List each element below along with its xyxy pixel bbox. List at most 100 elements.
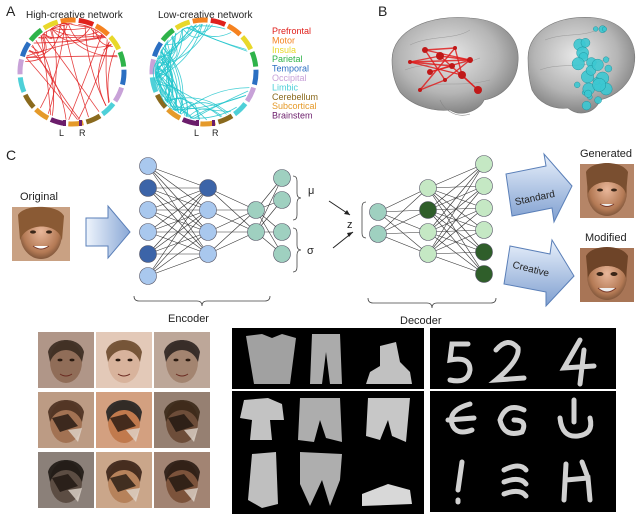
low-creative-ring-segment bbox=[166, 107, 182, 121]
low-creative-edge bbox=[173, 108, 193, 119]
low-creative-edge bbox=[191, 25, 232, 37]
network-node bbox=[199, 179, 217, 197]
network-node bbox=[369, 203, 387, 221]
high-creative-ring-segment bbox=[101, 102, 116, 117]
network-edge bbox=[427, 253, 485, 275]
low-creative-edge bbox=[156, 79, 222, 118]
modified-face-image bbox=[580, 247, 634, 302]
network-node bbox=[247, 201, 265, 219]
network-node bbox=[419, 223, 437, 241]
network-node bbox=[139, 201, 157, 219]
left-brainstem-marker bbox=[196, 120, 199, 126]
high-creative-edge bbox=[32, 44, 80, 120]
high-creative-edge bbox=[70, 23, 89, 28]
network-node bbox=[475, 221, 493, 239]
brain-node bbox=[467, 57, 473, 63]
standard-arrow: Standard bbox=[505, 152, 573, 224]
network-node bbox=[199, 245, 217, 263]
brain-node bbox=[593, 26, 599, 32]
network-edge bbox=[147, 187, 209, 277]
network-connections bbox=[147, 163, 485, 277]
network-node bbox=[475, 177, 493, 195]
high-creative-edge bbox=[51, 26, 90, 30]
decoder-label: Decoder bbox=[400, 315, 442, 327]
high-creative-edge bbox=[51, 28, 99, 37]
high-creative-edge bbox=[26, 25, 61, 58]
brain-node bbox=[592, 77, 607, 92]
brain-node bbox=[408, 60, 412, 64]
high-creative-edge bbox=[68, 34, 103, 121]
low-creative-ring-segment bbox=[200, 120, 216, 127]
brain-node bbox=[581, 100, 592, 111]
network-node bbox=[419, 245, 437, 263]
z-label: z bbox=[347, 219, 353, 231]
network-node bbox=[419, 179, 437, 197]
brain-node bbox=[604, 64, 613, 73]
low-creative-edge bbox=[161, 93, 177, 112]
brain-node bbox=[418, 88, 422, 92]
network-node bbox=[139, 179, 157, 197]
face-hair bbox=[48, 400, 84, 422]
low-creative-edge bbox=[181, 25, 226, 30]
high-creative-ring-segment bbox=[112, 86, 124, 103]
brain-node bbox=[422, 47, 428, 53]
input-arrow bbox=[85, 204, 131, 260]
brain-node bbox=[453, 46, 457, 50]
low-creative-ring-segment bbox=[249, 51, 259, 67]
high-creative-ring-segment bbox=[78, 17, 95, 27]
high-creative-edge bbox=[95, 30, 113, 47]
high-creative-edge bbox=[42, 33, 100, 112]
face-hair bbox=[106, 460, 142, 482]
low-creative-brain-nodes bbox=[571, 25, 613, 111]
low-creative-ring-segment bbox=[226, 23, 242, 37]
legend-item: Prefrontal bbox=[272, 26, 311, 36]
original-label: Original bbox=[20, 191, 58, 203]
generated-label: Generated bbox=[580, 148, 632, 160]
high-creative-edge bbox=[29, 49, 67, 120]
network-edge bbox=[147, 187, 209, 255]
high-creative-ring-segment bbox=[28, 27, 43, 42]
high-creative-ring-segment bbox=[85, 113, 102, 125]
brain-node bbox=[602, 56, 610, 63]
network-edge bbox=[377, 233, 429, 255]
high-creative-edge bbox=[59, 25, 118, 58]
brain-node bbox=[443, 78, 447, 82]
brain-node bbox=[580, 38, 591, 48]
high-creative-edge bbox=[97, 41, 110, 107]
high-creative-ring-segment bbox=[20, 41, 32, 58]
low-creative-edge bbox=[165, 98, 201, 120]
network-edge bbox=[147, 253, 209, 277]
network-edge bbox=[427, 163, 485, 189]
left-marker-r: R bbox=[79, 128, 86, 138]
panel-a-label: A bbox=[6, 3, 16, 19]
network-edge bbox=[427, 207, 485, 255]
right-marker-l: L bbox=[194, 128, 199, 138]
panel-c-label: C bbox=[6, 147, 16, 163]
brain-node bbox=[591, 58, 604, 71]
z-bracket bbox=[361, 201, 367, 239]
network-edge bbox=[147, 187, 209, 211]
low-creative-ring-segment bbox=[233, 102, 248, 117]
low-creative-edge bbox=[180, 87, 250, 115]
brain-edge bbox=[424, 49, 471, 61]
high-creative-edge bbox=[107, 50, 116, 103]
face-hair bbox=[48, 340, 84, 362]
network-node bbox=[273, 223, 291, 241]
high-creative-edge bbox=[25, 57, 78, 120]
low-creative-edge bbox=[156, 23, 203, 79]
legend-item: Occipital bbox=[272, 73, 307, 83]
high-creative-ring-segment bbox=[117, 51, 127, 67]
sigma-label: σ bbox=[307, 245, 314, 257]
face-hair bbox=[106, 400, 142, 422]
high-creative-brain-edges bbox=[408, 46, 482, 94]
high-creative-ring-segment bbox=[17, 77, 27, 93]
high-creative-edge bbox=[25, 34, 47, 62]
network-node bbox=[369, 225, 387, 243]
creative-arrow: Creative bbox=[503, 238, 575, 308]
face-hair bbox=[164, 400, 200, 422]
low-creative-ring-segment bbox=[149, 58, 156, 75]
network-edge bbox=[427, 251, 485, 255]
network-edge bbox=[207, 209, 257, 233]
low-creative-ring-segment bbox=[155, 93, 168, 109]
